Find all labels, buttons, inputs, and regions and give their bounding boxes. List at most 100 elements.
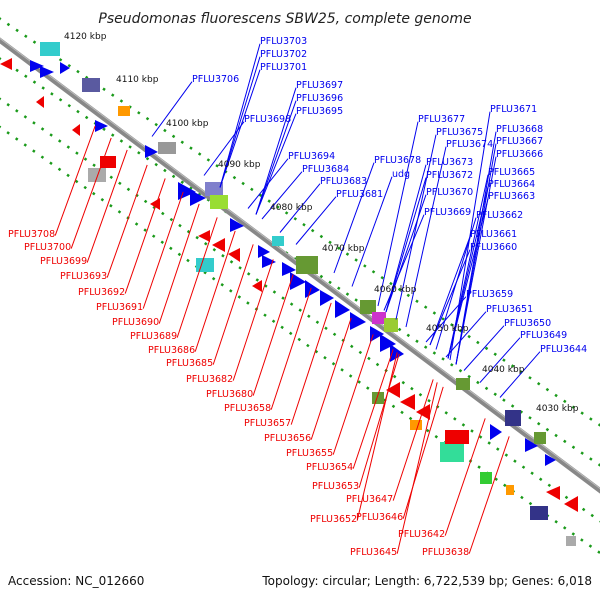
gene-label: PFLU3645 <box>350 547 397 558</box>
leader-line <box>124 178 166 294</box>
leader-line <box>429 249 471 346</box>
gene-arrow <box>386 382 400 398</box>
feature-block <box>118 106 130 116</box>
gene-label: PFLU3651 <box>486 304 533 315</box>
gene-arrow <box>416 404 430 420</box>
gene-label: PFLU3706 <box>192 74 239 85</box>
gene-label: PFLU3662 <box>476 210 523 221</box>
gene-label: PFLU3655 <box>286 448 333 459</box>
kbp-tick-label: 4070 kbp <box>322 244 365 254</box>
leader-line <box>86 149 128 263</box>
gene-arrow <box>252 280 262 292</box>
gene-label: PFLU3672 <box>426 170 473 181</box>
gene-arrow <box>228 248 240 262</box>
kbp-tick-label: 4090 kbp <box>218 160 261 170</box>
leader-line <box>212 244 254 365</box>
gene-label: PFLU3646 <box>356 512 403 523</box>
leader-line <box>151 81 193 137</box>
gene-arrow <box>212 238 225 252</box>
gene-label: PFLU3696 <box>296 93 343 104</box>
leader-line <box>479 337 521 383</box>
feature-block <box>210 195 228 209</box>
gene-label: PFLU3703 <box>260 36 307 47</box>
gene-label: PFLU3660 <box>470 242 517 253</box>
reverse-gene-labels: PFLU3708 PFLU3700 PFLU3699 PFLU3693 PFLU… <box>8 229 469 558</box>
gene-arrow <box>320 290 334 306</box>
gene-arrow <box>564 496 578 512</box>
leader-line <box>261 171 303 220</box>
gene-label: PFLU3644 <box>540 344 587 355</box>
gene-arrow <box>0 58 12 70</box>
leader-line <box>444 418 486 536</box>
gene-label: PFLU3661 <box>470 229 517 240</box>
gene-label: PFLU3677 <box>418 114 465 125</box>
gene-label: PFLU3666 <box>496 149 543 160</box>
gene-arrow <box>546 486 560 500</box>
gc-track-inner-lower <box>0 97 600 523</box>
gene-label: PFLU3690 <box>112 317 159 328</box>
leader-line <box>333 162 375 274</box>
leader-line <box>383 214 425 311</box>
feature-block <box>384 318 398 332</box>
kbp-tick-label: 4050 kbp <box>426 324 469 334</box>
gene-arrow <box>380 334 396 352</box>
gene-label: PFLU3649 <box>520 330 567 341</box>
gene-label: PFLU3686 <box>148 345 195 356</box>
gene-label: PFLU3657 <box>244 418 291 429</box>
feature-block <box>456 378 470 390</box>
feature-block <box>530 506 548 520</box>
accession-text: Accession: NC_012660 <box>8 574 144 588</box>
leader-line <box>392 379 434 501</box>
leader-line <box>445 311 487 358</box>
gene-arrow <box>282 262 296 276</box>
forward-leader-lines <box>151 43 541 398</box>
gene-arrow <box>525 438 538 452</box>
feature-block <box>372 392 384 404</box>
leader-line <box>106 164 148 278</box>
gene-label: PFLU3683 <box>320 176 367 187</box>
leader-line <box>219 69 261 188</box>
leader-line <box>425 296 467 343</box>
gene-label: PFLU3682 <box>186 374 233 385</box>
gene-label: PFLU3670 <box>426 187 473 198</box>
gene-arrow <box>230 218 244 232</box>
feature-block <box>88 168 106 182</box>
leader-line <box>405 146 447 328</box>
gene-arrow <box>400 394 415 410</box>
gene-label: PFLU3702 <box>260 49 307 60</box>
leader-line <box>158 203 200 324</box>
gene-label: PFLU3678 <box>374 155 421 166</box>
leader-line <box>377 121 419 307</box>
gene-label: PFLU3700 <box>24 242 71 253</box>
gene-label: PFLU3638 <box>422 547 469 558</box>
reverse-leader-lines <box>54 125 510 554</box>
gene-arrow <box>30 60 44 72</box>
feature-block <box>534 432 546 444</box>
leader-line <box>352 349 394 469</box>
gene-label: PFLU3673 <box>426 157 473 168</box>
kbp-tick-label: 4080 kbp <box>270 203 313 213</box>
feature-blocks <box>40 42 576 546</box>
gene-label: PFLU3697 <box>296 80 343 91</box>
feature-block <box>296 256 318 274</box>
genome-summary-text: Topology: circular; Length: 6,722,539 bp… <box>261 574 592 588</box>
leader-line <box>447 198 489 359</box>
gene-arrow <box>290 272 306 290</box>
feature-block <box>158 142 176 154</box>
gene-arrow <box>198 230 210 242</box>
gene-label: PFLU3708 <box>8 229 55 240</box>
leader-line <box>455 156 497 365</box>
leader-line <box>203 121 245 176</box>
leader-line <box>385 194 427 313</box>
gene-arrow <box>490 424 502 440</box>
gene-arrow <box>305 280 320 298</box>
gene-arrow <box>145 145 158 158</box>
feature-block <box>506 485 514 495</box>
gene-label: PFLU3652 <box>310 514 357 525</box>
gene-arrow <box>262 255 276 268</box>
gene-arrow <box>350 312 366 330</box>
leader-line <box>252 274 294 396</box>
leader-line <box>463 325 505 371</box>
kbp-tick-label: 4060 kbp <box>374 285 417 295</box>
